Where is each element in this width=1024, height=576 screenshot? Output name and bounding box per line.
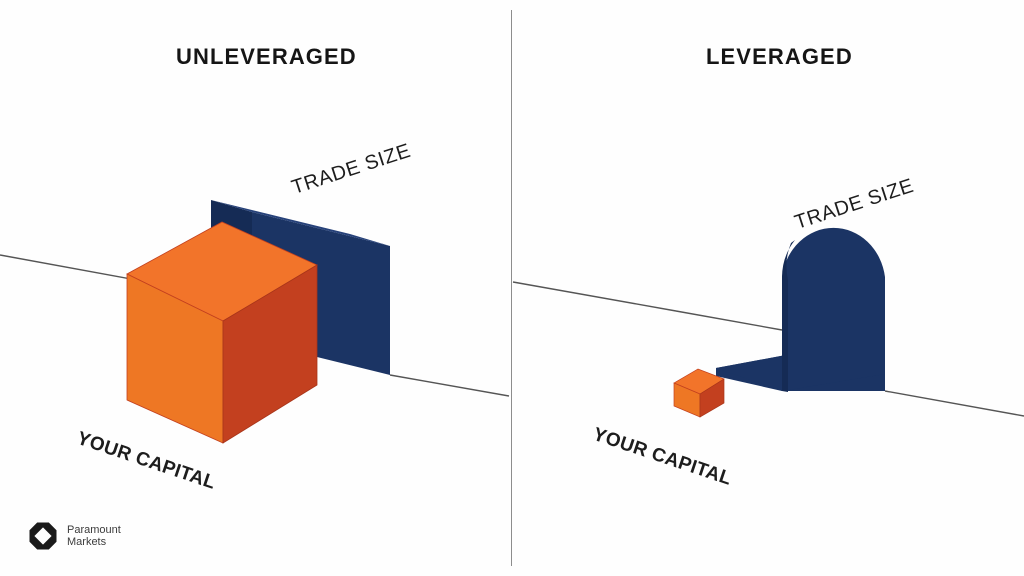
horizon-line-right-near: [884, 390, 1024, 417]
panel-title-leveraged: LEVERAGED: [706, 44, 853, 69]
horizon-line-left-near: [389, 374, 510, 397]
horizon-line-right-mid: [675, 310, 783, 331]
horizon-line-right-far: [512, 281, 677, 312]
panel-divider: [511, 10, 512, 566]
brand-logo: Paramount Markets: [28, 521, 121, 551]
brand-name-line2: Markets: [67, 536, 107, 548]
trade-size-arch-right: [716, 227, 885, 392]
brand-name: Paramount Markets: [67, 524, 121, 549]
capital-cube-left: [126, 221, 318, 444]
horizon-line-left-far: [0, 254, 132, 280]
brand-name-line1: Paramount: [67, 523, 121, 536]
right-panel-scene: [512, 227, 1024, 418]
panel-title-unleveraged: UNLEVERAGED: [176, 44, 357, 69]
capital-cube-right: [673, 368, 725, 418]
octagon-diamond-logo-icon: [29, 522, 57, 550]
left-panel-scene: [0, 200, 510, 444]
